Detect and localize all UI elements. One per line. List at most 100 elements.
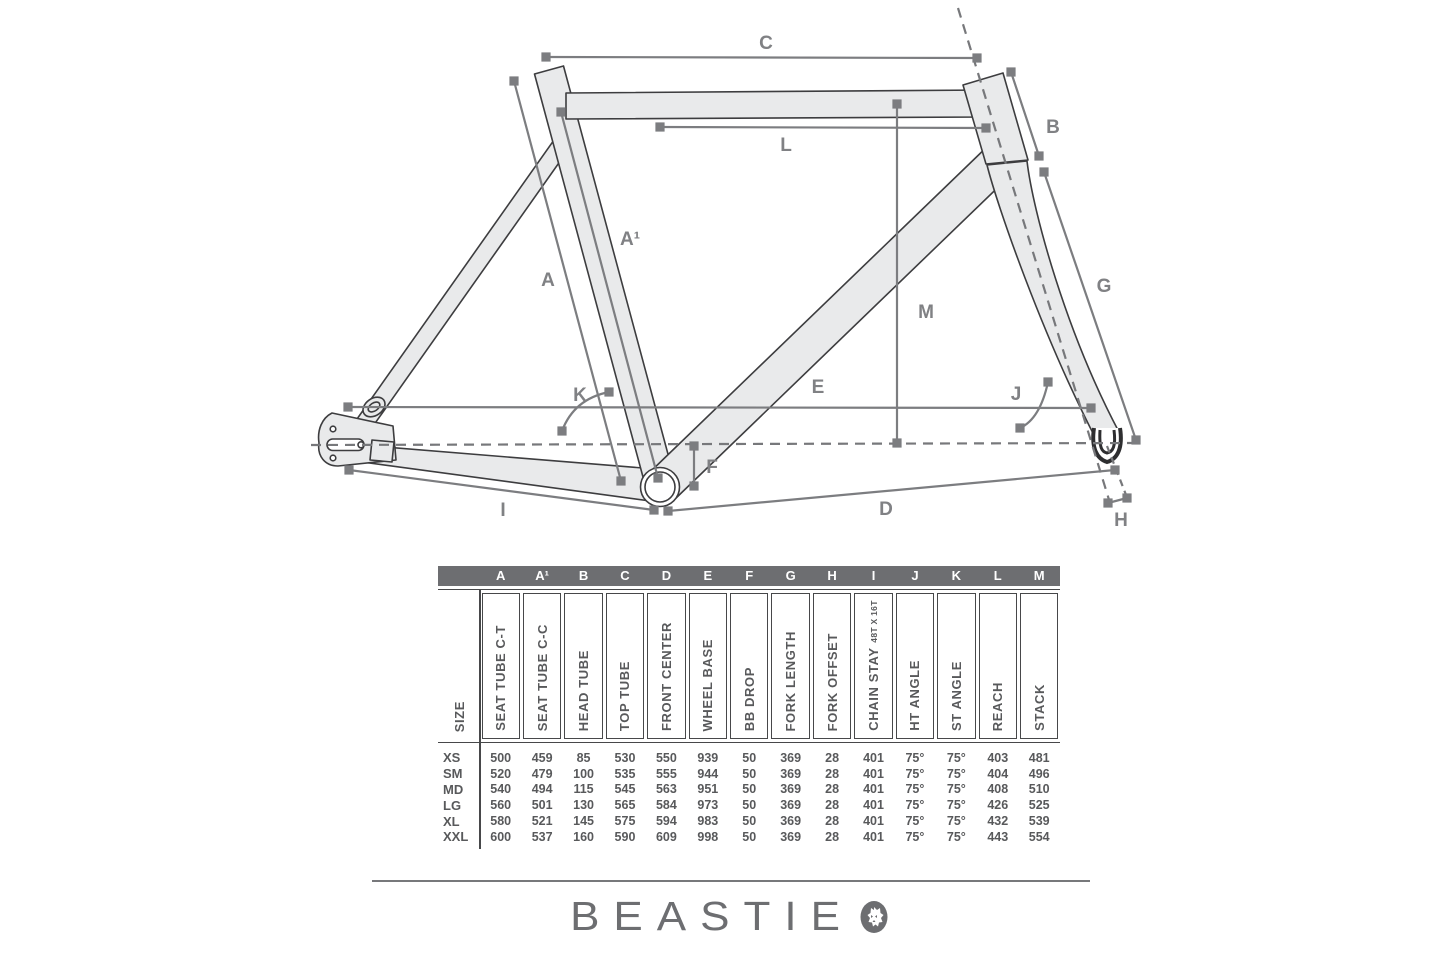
- spec-value-cell: 540: [490, 782, 512, 797]
- dimension-a: [509, 76, 626, 486]
- steering-axis-dashed-line: [956, 7, 1112, 504]
- spec-column-header-label: FORK OFFSET: [825, 633, 840, 731]
- footer-rule: [372, 880, 1090, 882]
- header-letter-cell: C: [620, 568, 630, 583]
- spec-column-header-box: SEAT TUBE C-C: [522, 593, 562, 739]
- spec-value-cell: 530: [614, 750, 636, 765]
- spec-value-cell: 50: [742, 766, 757, 781]
- dimension-f: [689, 441, 699, 491]
- column-label: ST ANGLE: [948, 660, 964, 731]
- spec-column-header-box: FORK LENGTH: [771, 593, 810, 739]
- spec-column-header-label: BB DROP: [741, 666, 757, 731]
- spec-value-cell: 75°: [905, 829, 925, 844]
- dimension-label-d: D: [879, 499, 893, 520]
- spec-value-cell: 609: [655, 829, 677, 844]
- spec-value-cell: 481: [1028, 750, 1050, 765]
- spec-value-cell: 432: [987, 814, 1009, 829]
- header-letter-cell: D: [661, 568, 672, 583]
- spec-column-header-box: BB DROP: [730, 593, 769, 739]
- spec-value-cell: 939: [697, 750, 719, 765]
- axle-axis-dashed-line: [310, 441, 1141, 447]
- column-label: HT ANGLE: [907, 660, 923, 731]
- spec-value-cell: 28: [825, 782, 840, 797]
- spec-value-cell: 563: [655, 782, 677, 797]
- spec-value-cell: 545: [614, 782, 636, 797]
- spec-value-cell: 510: [1028, 782, 1050, 797]
- column-label: SEAT TUBE C-C: [534, 623, 550, 731]
- spec-value-cell: 494: [531, 782, 553, 797]
- dimension-c: [541, 52, 982, 63]
- spec-value-cell: 590: [614, 829, 636, 844]
- dimension-j-arc: [1015, 377, 1053, 433]
- spec-column-header-label: HEAD TUBE: [576, 650, 591, 731]
- spec-value-cell: 951: [697, 782, 719, 797]
- size-label-cell: SM: [443, 766, 463, 782]
- spec-value-cell: 75°: [946, 766, 966, 781]
- spec-value-cell: 28: [825, 814, 840, 829]
- dimension-label-b: B: [1046, 117, 1060, 138]
- spec-value-cell: 75°: [905, 798, 925, 813]
- dimension-label-l: L: [780, 135, 792, 156]
- spec-value-cell: 973: [697, 798, 719, 813]
- column-label: SEAT TUBE C-T: [493, 625, 509, 731]
- spec-value-cell: 594: [655, 814, 677, 829]
- spec-column-header-label: TOP TUBE: [617, 661, 632, 731]
- spec-value-cell: 145: [573, 814, 594, 829]
- spec-column-header-box: WHEEL BASE: [688, 593, 728, 739]
- dimension-label-m: M: [918, 302, 934, 323]
- header-bottom-rule: [438, 742, 1060, 743]
- size-column-divider: [479, 589, 481, 849]
- dimension-e: [343, 402, 1096, 413]
- column-sublabel: 48T X 16T: [869, 600, 879, 643]
- brand-wordmark: BEASTIE: [570, 894, 854, 940]
- column-label: BB DROP: [741, 666, 757, 731]
- spec-value-cell: 130: [573, 798, 594, 813]
- spec-value-cell: 100: [573, 766, 594, 781]
- spec-value-cell: 401: [863, 782, 884, 797]
- spec-value-cell: 401: [863, 798, 884, 813]
- header-letter-cell: E: [703, 568, 713, 583]
- header-letter-cell: A: [496, 568, 506, 583]
- head-tube-shape: [962, 72, 1029, 165]
- dimension-d: [663, 465, 1120, 516]
- dimension-label-a: A: [541, 270, 555, 291]
- spec-value-cell: 443: [987, 829, 1009, 844]
- spec-column-header-box: CHAIN STAY 48T X 16T: [854, 593, 893, 739]
- dimension-label-e: E: [812, 377, 825, 398]
- spec-column-header-label: STACK: [1032, 684, 1047, 731]
- spec-value-cell: 535: [614, 766, 636, 781]
- front-dropout: [1091, 427, 1123, 465]
- frame-geometry-diagram: C L B G A A¹ M E K J F I D H: [310, 7, 1141, 531]
- dimension-a1: [556, 107, 663, 483]
- dimension-label-g: G: [1097, 276, 1112, 297]
- spec-value-cell: 75°: [905, 782, 925, 797]
- spec-value-cell: 50: [742, 814, 757, 829]
- header-letter-cell: B: [578, 568, 589, 583]
- spec-value-cell: 85: [576, 750, 591, 765]
- spec-column-header-label: REACH: [990, 682, 1005, 731]
- spec-value-cell: 401: [863, 814, 884, 829]
- spec-value-cell: 403: [987, 750, 1009, 765]
- spec-value-cell: 75°: [946, 814, 966, 829]
- spec-value-cell: 998: [697, 829, 719, 844]
- spec-value-cell: 160: [573, 829, 594, 844]
- spec-value-cell: 500: [490, 750, 512, 765]
- spec-column-header-label: CHAIN STAY 48T X 16T: [866, 600, 881, 731]
- column-label: CHAIN STAY: [866, 647, 881, 731]
- spec-column-header-box: FRONT CENTER: [647, 593, 686, 739]
- spec-column-header-box: STACK: [1019, 593, 1059, 739]
- dimension-g: [1039, 167, 1141, 445]
- size-label-cell: XXL: [443, 829, 469, 845]
- spec-value-cell: 75°: [946, 750, 966, 765]
- spec-value-cell: 479: [531, 766, 553, 781]
- spec-value-cell: 575: [614, 814, 636, 829]
- column-label: FRONT CENTER: [658, 621, 674, 731]
- header-letter-cell: I: [871, 568, 876, 583]
